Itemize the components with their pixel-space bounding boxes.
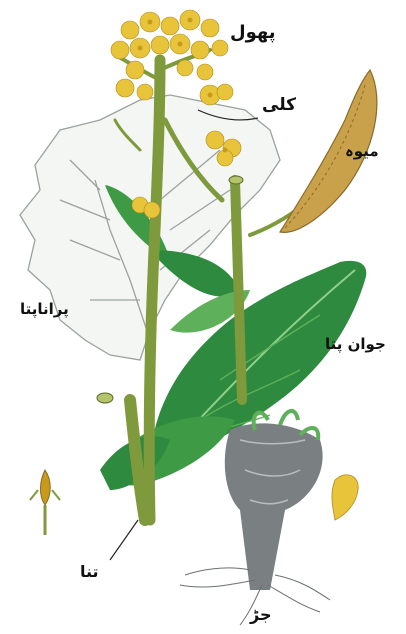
label-root: جڑ xyxy=(250,605,271,624)
label-old-leaf: پراناپتا xyxy=(20,300,69,318)
label-young-leaf: جوان پتا xyxy=(325,335,386,353)
label-stem: تنا xyxy=(80,562,99,581)
petal xyxy=(332,475,358,520)
lower-leaf xyxy=(100,416,235,490)
small-flower xyxy=(30,470,60,535)
label-fruit: میوہ xyxy=(345,142,379,160)
label-bud: کلی xyxy=(262,95,296,115)
label-flower: پھول xyxy=(230,22,276,43)
